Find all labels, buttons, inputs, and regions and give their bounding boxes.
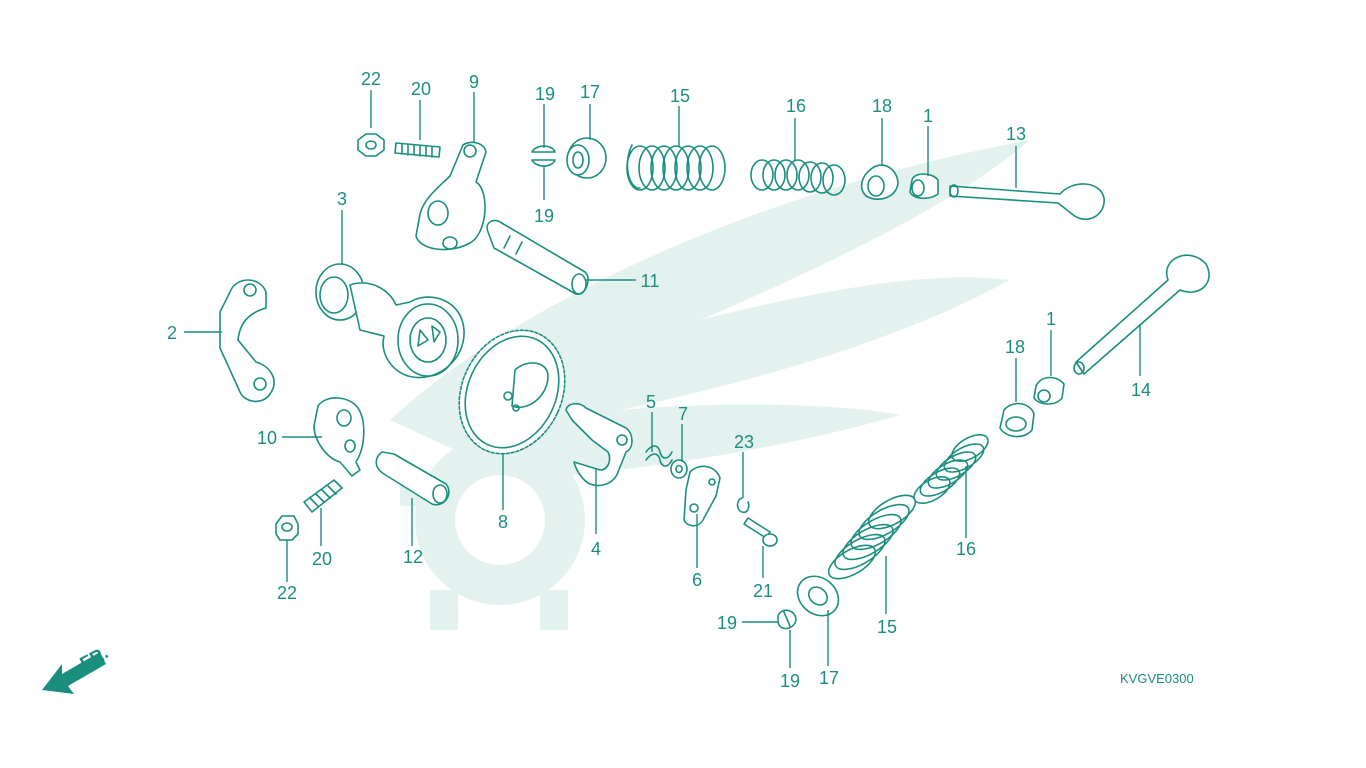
adjusting-screw-part: [394, 142, 441, 158]
cam-sprocket-part: [458, 329, 566, 455]
callout-10: 10: [257, 428, 277, 448]
rocker-shaft-lower-part: [375, 451, 450, 506]
spring-retainer-part: [566, 137, 607, 179]
valve-cotter-part: [531, 145, 556, 167]
callout-16-lower: 16: [956, 539, 976, 559]
spring-seat-lower-part: [999, 402, 1035, 438]
callout-3: 3: [337, 189, 347, 209]
inner-valve-spring-part: [750, 159, 846, 196]
callout-7: 7: [678, 404, 688, 424]
callout-18-top: 18: [872, 96, 892, 116]
spring-retainer-lower-part: [796, 575, 840, 617]
outer-valve-spring-lower-part: [827, 494, 917, 580]
callout-labels: 22 20 9 19 17 15 16 18 1 13 19 11 3 2 5 …: [167, 69, 1151, 691]
callout-15-lower: 15: [877, 617, 897, 637]
camshaft-part: [315, 263, 465, 379]
rocker-shaft-part: [486, 219, 589, 295]
callout-8: 8: [498, 512, 508, 532]
rocker-arm-lower-part: [313, 397, 365, 477]
callout-13: 13: [1006, 124, 1026, 144]
nut-lower-part: [275, 515, 299, 541]
callout-11: 11: [641, 271, 660, 291]
nut-part: [357, 133, 385, 157]
callout-19-lower: 19: [780, 671, 800, 691]
callout-14: 14: [1131, 380, 1151, 400]
spring-seat-part: [860, 164, 899, 200]
camshaft-holder-plate-part: [219, 279, 275, 403]
callout-20-top: 20: [411, 79, 431, 99]
outer-valve-spring-part: [626, 144, 726, 191]
callout-19-top-lower: 19: [534, 206, 554, 226]
callout-15-top: 15: [670, 86, 690, 106]
intake-valve-part: [1073, 254, 1210, 375]
decomp-plate-part: [683, 465, 721, 527]
stem-seal-lower-part: [1033, 376, 1065, 405]
rocker-arm-part: [415, 141, 487, 251]
callout-6: 6: [692, 570, 702, 590]
exhaust-valve-part: [949, 183, 1105, 220]
bolt-part: [743, 517, 778, 547]
callout-22-lower: 22: [277, 583, 297, 603]
stem-seal-part: [909, 173, 939, 200]
callout-19-top: 19: [535, 84, 555, 104]
callout-4: 4: [591, 539, 601, 559]
callout-2: 2: [167, 323, 177, 343]
leader-lines: [184, 90, 1141, 668]
callout-20-lower: 20: [312, 549, 332, 569]
callout-9: 9: [469, 72, 479, 92]
callout-17-lower: 17: [819, 668, 839, 688]
callout-18-lower: 18: [1005, 337, 1025, 357]
callout-12: 12: [403, 547, 423, 567]
adjusting-screw-lower-part: [303, 479, 343, 513]
callout-21: 21: [753, 581, 773, 601]
callout-16-top: 16: [786, 96, 806, 116]
valve-cotter-lower-part: [777, 609, 797, 630]
circlip-part: [736, 497, 750, 514]
decompressor-weight-part: [565, 402, 633, 487]
callout-5: 5: [646, 392, 656, 412]
decomp-spring-part: [645, 445, 673, 467]
front-direction-arrow-icon: [42, 652, 106, 694]
washer-part: [670, 459, 688, 479]
diagram-code: KVGVE0300: [1120, 671, 1194, 686]
callout-22-top: 22: [361, 69, 381, 89]
callout-1-top: 1: [923, 106, 933, 126]
callout-23: 23: [734, 432, 754, 452]
callout-1-lower: 1: [1046, 309, 1056, 329]
callout-19-lower-left: 19: [717, 613, 737, 633]
callout-17-top: 17: [580, 82, 600, 102]
inner-valve-spring-lower-part: [913, 433, 989, 505]
